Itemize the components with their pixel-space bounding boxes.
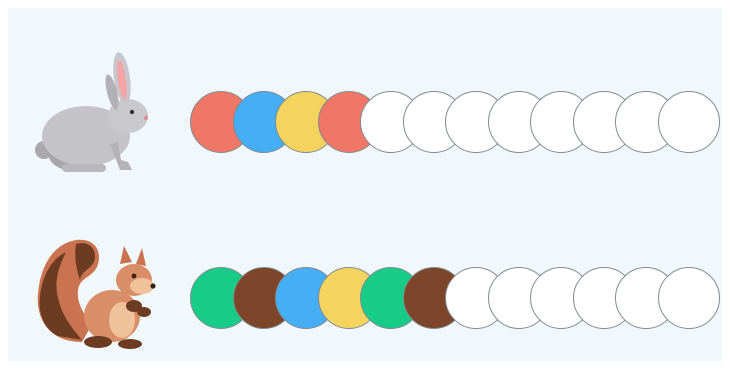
- bead-empty: [658, 267, 720, 329]
- rabbit-row: [8, 48, 722, 178]
- squirrel-icon: [28, 224, 158, 354]
- squirrel-bead-row: [190, 267, 720, 333]
- squirrel-row: [8, 224, 722, 354]
- rabbit-bead-row: [190, 91, 720, 157]
- bead-empty: [658, 91, 720, 153]
- game-board: [8, 8, 722, 361]
- rabbit-icon: [28, 48, 158, 178]
